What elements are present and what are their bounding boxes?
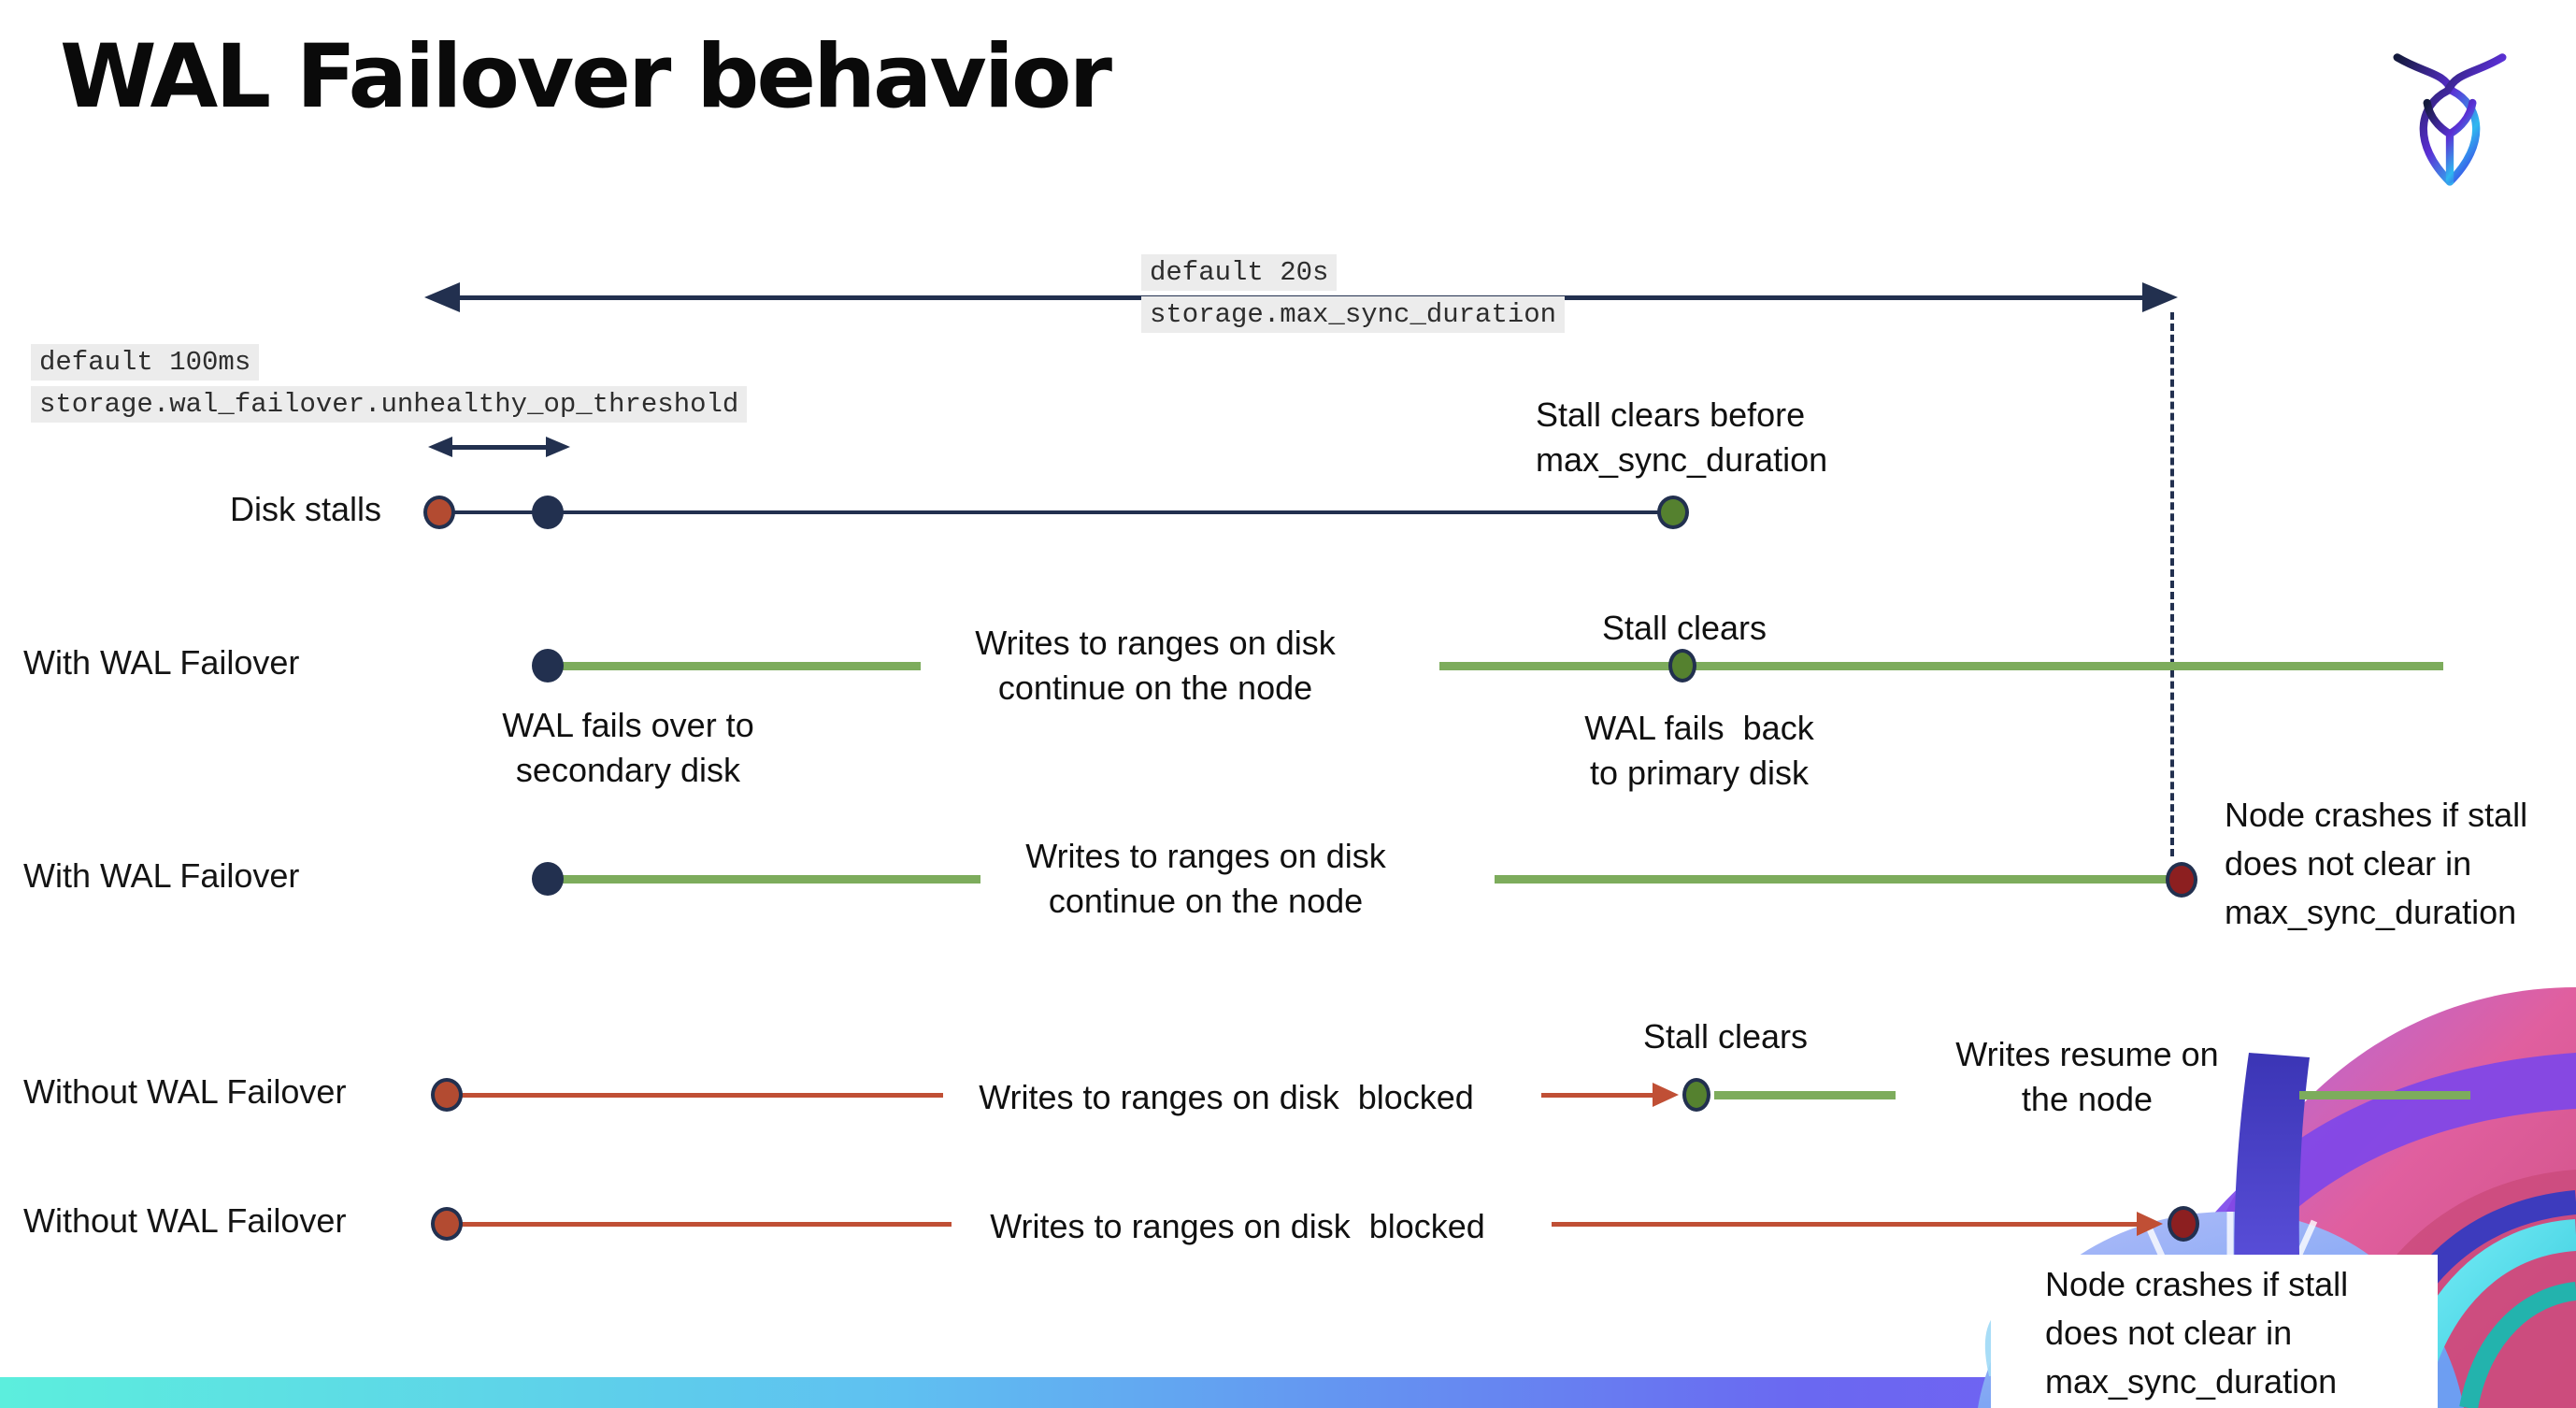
- cockroachdb-logo-icon: [2393, 53, 2507, 186]
- event-dot-failover-row3: [532, 862, 564, 896]
- annotation-writes-blocked-row5: Writes to ranges on disk blocked: [990, 1207, 1485, 1245]
- max-sync-default-label: default 20s: [1141, 254, 1338, 291]
- row-label-without-wal-failover-2: Without WAL Failover: [23, 1201, 347, 1240]
- small-arrowhead-right-icon: [546, 437, 570, 457]
- timeline-line-row5-red1: [447, 1222, 952, 1227]
- timeline-line-row3-segment1: [561, 875, 980, 884]
- node-crash-callout-box: Node crashes if stall does not clear in …: [1991, 1255, 2438, 1408]
- event-dot-disk-stall-row4: [431, 1078, 463, 1112]
- annotation-stall-clears-before: Stall clears before max_sync_duration: [1536, 395, 1828, 479]
- event-dot-failover-row2: [532, 649, 564, 682]
- annotation-writes-blocked-row4: Writes to ranges on disk blocked: [979, 1078, 1474, 1116]
- timeline-line-row5-red2: [1552, 1222, 2139, 1227]
- unhealthy-op-default-label: default 100ms: [31, 344, 260, 381]
- row-label-with-wal-failover-1: With WAL Failover: [23, 643, 300, 682]
- event-dot-threshold-reached: [532, 496, 564, 529]
- timeline-line-row2-segment2: [1439, 662, 2443, 670]
- timeline-line-row4-green1: [1714, 1091, 1896, 1099]
- arrowhead-right-icon: [2142, 282, 2178, 312]
- annotation-stall-clears-row2: Stall clears: [1601, 609, 1767, 647]
- annotation-writes-continue-row2: Writes to ranges on disk continue on the…: [975, 624, 1336, 707]
- red-arrowhead-row4-icon: [1653, 1083, 1679, 1107]
- row-label-with-wal-failover-2: With WAL Failover: [23, 856, 300, 895]
- logo-right-antenna-body: [2419, 53, 2507, 186]
- logo-left-antenna-body: [2393, 53, 2481, 186]
- arrowhead-left-icon: [424, 282, 460, 312]
- logo-y-stem: [2423, 98, 2477, 184]
- event-dot-stall-clears-row1: [1657, 496, 1689, 529]
- small-arrowhead-left-icon: [428, 437, 452, 457]
- annotation-node-crashes-row3: Node crashes if stall does not clear in …: [2225, 796, 2528, 931]
- timeline-line-row4-green2: [2299, 1091, 2470, 1099]
- node-crash-callout-text: Node crashes if stall does not clear in …: [2045, 1265, 2349, 1401]
- row-label-disk-stalls: Disk stalls: [230, 490, 382, 528]
- timeline-line-row3-segment2: [1495, 875, 2174, 884]
- event-dot-disk-stall: [423, 496, 455, 529]
- page-title: WAL Failover behavior: [60, 26, 1112, 128]
- event-dot-stall-clears-row2: [1668, 649, 1696, 682]
- max-sync-setting-label: storage.max_sync_duration: [1141, 296, 1566, 333]
- dashed-connector-line: [2170, 312, 2174, 856]
- row-label-without-wal-failover-1: Without WAL Failover: [23, 1072, 347, 1111]
- unhealthy-op-setting-label: storage.wal_failover.unhealthy_op_thresh…: [31, 386, 748, 423]
- timeline-line-row2-segment1: [561, 662, 921, 670]
- timeline-line-row4-red1: [447, 1093, 943, 1098]
- annotation-writes-continue-row3: Writes to ranges on disk continue on the…: [1025, 837, 1386, 920]
- timeline-line-disk-stalls: [439, 510, 1673, 514]
- event-dot-disk-stall-row5: [431, 1207, 463, 1241]
- unhealthy-op-arrow-line: [449, 445, 550, 450]
- event-dot-node-crash-row3: [2166, 862, 2197, 898]
- event-dot-stall-clears-row4: [1682, 1078, 1710, 1112]
- timeline-line-row4-red2: [1541, 1093, 1654, 1098]
- red-arrowhead-row5-icon: [2137, 1212, 2163, 1236]
- annotation-wal-fails-over: WAL fails over to secondary disk: [502, 706, 754, 789]
- annotation-wal-fails-back: WAL fails back to primary disk: [1584, 709, 1814, 792]
- art-teal-arc: [2459, 1282, 2576, 1408]
- annotation-writes-resume: Writes resume on the node: [1955, 1035, 2219, 1118]
- event-dot-node-crash-row5: [2168, 1206, 2199, 1242]
- annotation-stall-clears-row4: Stall clears: [1642, 1017, 1809, 1056]
